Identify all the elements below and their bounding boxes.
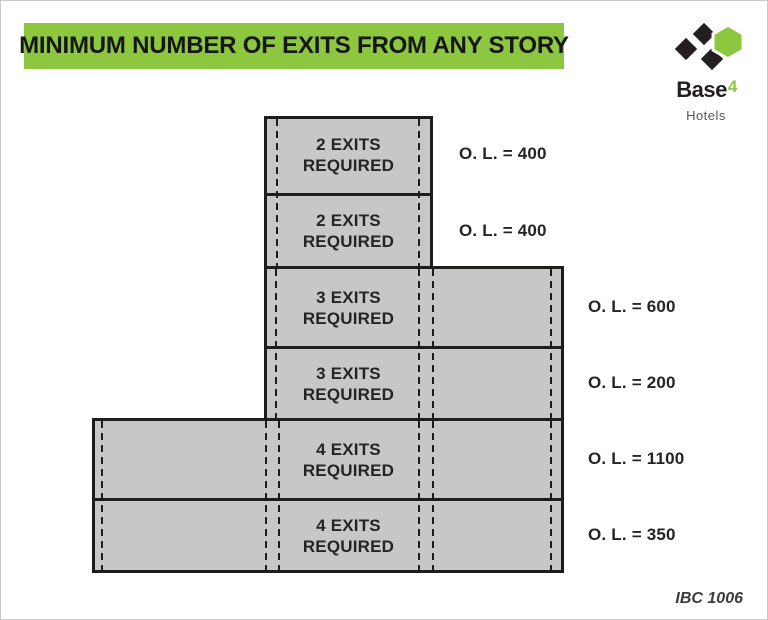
building-tier-bottom xyxy=(92,418,564,573)
floor-divider xyxy=(267,193,430,196)
logo-diamond-top xyxy=(691,21,717,47)
logo-brand-name: Base xyxy=(676,77,727,102)
story-exits-label: 2 EXITS REQUIRED xyxy=(302,134,395,175)
exit-stair-dashed-line xyxy=(432,269,434,418)
code-reference: IBC 1006 xyxy=(675,590,743,607)
logo-brand-text: Base4 xyxy=(661,77,751,103)
occupant-load-label: O. L. = 600 xyxy=(588,297,676,316)
logo-brand-superscript: 4 xyxy=(727,77,737,96)
exit-stair-dashed-line xyxy=(265,421,267,570)
exit-stair-dashed-line xyxy=(101,421,103,570)
exit-stair-dashed-line xyxy=(418,269,420,418)
floor-divider xyxy=(95,498,561,501)
title-bar: MINIMUM NUMBER OF EXITS FROM ANY STORY xyxy=(19,23,569,69)
logo-diamond-left xyxy=(673,36,699,62)
story-exits-label: 2 EXITS REQUIRED xyxy=(302,211,395,251)
base4-logo-icon xyxy=(673,21,745,72)
occupant-load-label: O. L. = 400 xyxy=(459,221,547,240)
occupant-load-label: O. L. = 350 xyxy=(588,525,676,544)
exit-stair-dashed-line xyxy=(278,421,280,570)
story-exits-label: 4 EXITS REQUIRED xyxy=(302,439,395,480)
story-exits-label: 3 EXITS REQUIRED xyxy=(302,363,395,404)
exit-stair-dashed-line xyxy=(276,119,278,266)
logo-hexagon-green xyxy=(714,27,742,57)
page-title: MINIMUM NUMBER OF EXITS FROM ANY STORY xyxy=(19,32,569,59)
building-tier-top xyxy=(264,116,433,269)
exit-stair-dashed-line xyxy=(418,119,420,266)
exit-stair-dashed-line xyxy=(275,269,277,418)
exit-stair-dashed-line xyxy=(550,269,552,418)
occupant-load-label: O. L. = 400 xyxy=(459,144,547,163)
logo-subtitle: Hotels xyxy=(686,108,726,123)
exit-stair-dashed-line xyxy=(432,421,434,570)
occupant-load-label: O. L. = 200 xyxy=(588,373,676,392)
story-exits-label: 3 EXITS REQUIRED xyxy=(302,287,395,328)
exit-stair-dashed-line xyxy=(418,421,420,570)
exit-stair-dashed-line xyxy=(550,421,552,570)
floor-divider xyxy=(267,346,561,349)
occupant-load-label: O. L. = 1100 xyxy=(588,449,685,468)
story-exits-label: 4 EXITS REQUIRED xyxy=(302,515,395,556)
building-tier-middle xyxy=(264,266,564,421)
